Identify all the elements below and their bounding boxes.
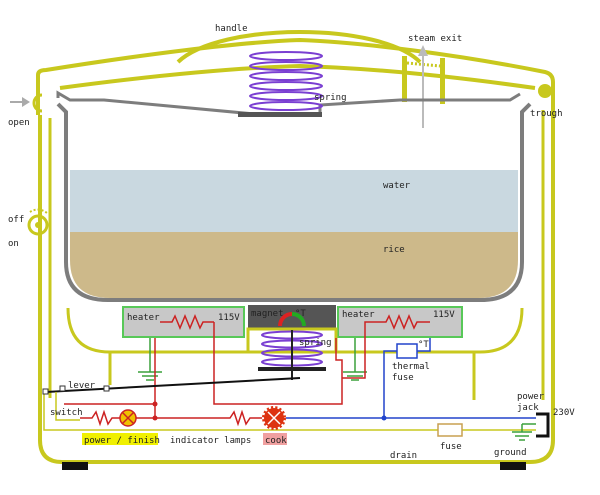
switch-knob-center xyxy=(35,222,41,228)
switch-contact-3 xyxy=(103,385,110,392)
cook-lamp-cross xyxy=(267,411,281,425)
thermostat-gauge-red xyxy=(278,312,293,327)
steam-exit-post-right xyxy=(440,58,445,104)
wire-olive-main xyxy=(43,392,536,431)
power-finish-highlight xyxy=(82,433,158,445)
handle xyxy=(176,30,422,64)
wire-olive-switch xyxy=(55,392,80,421)
indicator-lamps-label: indicator lamps xyxy=(170,436,251,446)
heater-left-voltage: 115V xyxy=(218,313,240,323)
thermal-fuse-temp: °T xyxy=(418,340,429,350)
fuse-label: fuse xyxy=(440,442,462,452)
spring-plate xyxy=(238,112,322,117)
steam-exit-label: steam exit xyxy=(408,34,462,44)
rice-label: rice xyxy=(383,245,405,255)
power-jack xyxy=(536,412,550,438)
heater-right-resistor xyxy=(374,314,430,330)
off-label: off xyxy=(8,215,24,225)
magnet-block xyxy=(248,305,336,329)
power-jack-label-2: jack xyxy=(517,403,539,413)
spring-top-label: spring xyxy=(314,93,347,103)
cook-label: cook xyxy=(265,436,287,446)
cooker-body-outline xyxy=(36,37,555,464)
switch-label: switch xyxy=(50,408,83,418)
ground-label: ground xyxy=(494,448,527,458)
foot-right xyxy=(500,462,526,470)
open-arrow-head xyxy=(22,97,30,107)
steam-exit-arrow-head xyxy=(418,45,428,56)
heater-right xyxy=(337,306,463,338)
pot-outline xyxy=(56,102,532,302)
trough-knob xyxy=(538,84,552,98)
heater-right-voltage: 115V xyxy=(433,310,455,320)
drain-label: drain xyxy=(390,451,417,461)
handle-label: handle xyxy=(215,24,248,34)
magnet-label: magnet xyxy=(251,309,284,319)
heater-right-label: heater xyxy=(342,310,375,320)
thermal-fuse-label-2: fuse xyxy=(392,373,414,383)
hinge xyxy=(32,93,43,113)
inner-lid xyxy=(56,90,521,117)
spring-bottom-label: spring xyxy=(299,338,332,348)
heater-left xyxy=(122,306,245,338)
lever-arm xyxy=(45,377,301,393)
wire-red-heater-loop xyxy=(213,322,343,405)
switch-knob xyxy=(27,214,49,236)
cook-highlight xyxy=(263,433,287,445)
steam-exit-post-left xyxy=(402,56,407,102)
heater-left-label: heater xyxy=(127,313,160,323)
fuse xyxy=(437,423,463,437)
top-spring xyxy=(249,51,323,111)
wire-red-lamp-row xyxy=(80,409,262,427)
voltage-main-label: 230V xyxy=(553,408,575,418)
heater-left-resistor xyxy=(160,314,214,330)
switch-contact-1 xyxy=(42,388,49,395)
thermal-fuse xyxy=(396,343,418,359)
temp-sensor-label: °T xyxy=(295,309,306,319)
pot-rice xyxy=(70,232,518,298)
ground-symbol-main xyxy=(512,423,536,441)
junction-dot-2 xyxy=(152,415,158,421)
water-label: water xyxy=(383,181,411,191)
lever-label: lever xyxy=(68,381,96,391)
trough-label: trough xyxy=(530,109,563,119)
thermostat-gauge-green xyxy=(291,312,306,327)
junction-dot-3 xyxy=(381,415,387,421)
pot-water xyxy=(70,170,518,232)
wire-blue-right xyxy=(383,338,536,419)
ground-symbol-left xyxy=(138,338,162,381)
on-label: on xyxy=(8,239,19,249)
foot-left xyxy=(62,462,88,470)
wire-red-right-heater xyxy=(342,321,374,379)
switch-knob-dash xyxy=(29,208,49,215)
power-jack-label-1: power xyxy=(517,392,545,402)
power-lamp-cross xyxy=(121,411,135,425)
ground-symbol-right xyxy=(343,338,367,381)
switch-contact-2 xyxy=(59,385,66,392)
thermal-fuse-label-1: thermal xyxy=(392,362,430,372)
open-label: open xyxy=(8,118,30,128)
power-finish-label: power / finish xyxy=(84,436,160,446)
junction-dot-1 xyxy=(152,401,158,407)
lid xyxy=(59,63,536,90)
